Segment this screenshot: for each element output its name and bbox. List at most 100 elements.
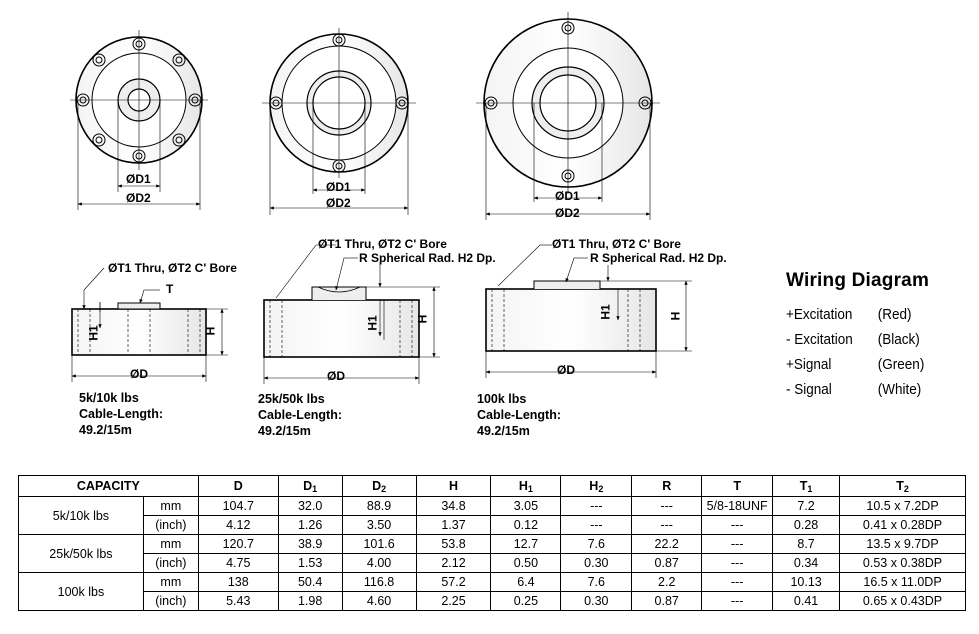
value-cell: 1.26 xyxy=(277,515,343,535)
dim-h-large: H xyxy=(668,311,683,321)
value-cell: 0.65 x 0.43DP xyxy=(839,591,966,611)
header-h1-main: H xyxy=(518,478,528,493)
value-cell: 10.5 x 7.2DP xyxy=(839,496,966,516)
table-header-row: CAPACITY D D1 D2 H H1 H2 R T T1 T2 xyxy=(18,475,966,497)
header-t1-main: T xyxy=(799,478,808,493)
value-cell: 138 xyxy=(197,572,279,592)
header-t: T xyxy=(701,475,774,497)
dim-d2-large: ØD2 xyxy=(555,206,580,220)
dim-d2-mid: ØD2 xyxy=(326,196,351,210)
value-cell: 120.7 xyxy=(197,534,279,554)
wiring-color: (Black) xyxy=(877,331,920,348)
header-d2-main: D xyxy=(372,478,382,493)
wiring-row: - Excitation(Black) xyxy=(786,331,924,356)
value-cell: --- xyxy=(631,496,703,516)
unit-cell: (inch) xyxy=(142,553,199,573)
value-cell: 0.50 xyxy=(490,553,562,573)
value-cell: 116.8 xyxy=(341,572,417,592)
value-cell: --- xyxy=(701,553,774,573)
value-cell: 4.00 xyxy=(341,553,417,573)
value-cell: 4.12 xyxy=(197,515,279,535)
value-cell: 3.50 xyxy=(341,515,417,535)
header-t2-main: T xyxy=(896,478,904,493)
value-cell: 10.13 xyxy=(772,572,841,592)
value-cell: 1.37 xyxy=(415,515,492,535)
value-cell: 50.4 xyxy=(277,572,343,592)
caption-cable-label: Cable-Length: xyxy=(477,408,562,422)
wiring-row: +Signal(Green) xyxy=(786,356,924,381)
technical-drawing xyxy=(70,12,692,384)
dim-d-small: ØD xyxy=(130,367,148,381)
caption-cable-value: 49.2/15m xyxy=(477,424,530,438)
dim-h-mid: H xyxy=(415,314,430,324)
header-h1-sub: 1 xyxy=(527,483,533,494)
value-cell: 104.7 xyxy=(197,496,279,516)
value-cell: 1.98 xyxy=(277,591,343,611)
value-cell: 57.2 xyxy=(415,572,492,592)
header-h2-sub: 2 xyxy=(598,483,604,494)
value-cell: 0.87 xyxy=(631,553,703,573)
value-cell: 3.05 xyxy=(490,496,562,516)
value-cell: 2.2 xyxy=(631,572,703,592)
header-t1-sub: 1 xyxy=(807,483,813,494)
value-cell: 13.5 x 9.7DP xyxy=(839,534,966,554)
wiring-signal: +Signal xyxy=(786,356,832,373)
value-cell: 5.43 xyxy=(197,591,279,611)
value-cell: 12.7 xyxy=(490,534,562,554)
caption-cable-value: 49.2/15m xyxy=(258,424,311,438)
top-view-mid xyxy=(262,28,416,215)
value-cell: 0.30 xyxy=(560,591,633,611)
side-view-mid xyxy=(263,244,440,384)
value-cell: 4.75 xyxy=(197,553,279,573)
unit-cell: mm xyxy=(142,572,199,592)
top-view-large xyxy=(476,12,660,220)
header-t2-sub: 2 xyxy=(903,483,909,494)
header-capacity: CAPACITY xyxy=(18,475,199,497)
wiring-signal: +Excitation xyxy=(786,306,853,323)
value-cell: 101.6 xyxy=(341,534,417,554)
dim-h1-small: H1 xyxy=(86,325,101,341)
caption-cable-label: Cable-Length: xyxy=(258,408,343,422)
value-cell: --- xyxy=(560,496,633,516)
header-t1: T1 xyxy=(772,475,841,497)
side-view-large xyxy=(485,244,692,378)
wiring-row: - Signal(White) xyxy=(786,381,924,406)
value-cell: 7.6 xyxy=(560,534,633,554)
value-cell: 16.5 x 11.0DP xyxy=(839,572,966,592)
value-cell: --- xyxy=(631,515,703,535)
value-cell: 0.41 xyxy=(772,591,841,611)
header-h: H xyxy=(415,475,492,497)
value-cell: 22.2 xyxy=(631,534,703,554)
caption-capacity: 100k lbs xyxy=(477,392,527,406)
value-cell: 0.12 xyxy=(490,515,562,535)
dim-d2-small: ØD2 xyxy=(126,191,151,205)
value-cell: 6.4 xyxy=(490,572,562,592)
value-cell: 0.41 x 0.28DP xyxy=(839,515,966,535)
value-cell: 7.6 xyxy=(560,572,633,592)
side-view-small xyxy=(71,267,228,382)
bore-label-large: ØT1 Thru, ØT2 C' Bore xyxy=(552,237,681,251)
value-cell: 4.60 xyxy=(341,591,417,611)
value-cell: 38.9 xyxy=(277,534,343,554)
top-view-small xyxy=(70,30,208,210)
value-cell: 53.8 xyxy=(415,534,492,554)
value-cell: 0.34 xyxy=(772,553,841,573)
unit-cell: mm xyxy=(142,496,199,516)
dim-h1-large: H1 xyxy=(598,304,613,320)
unit-cell: (inch) xyxy=(142,515,199,535)
header-r: R xyxy=(631,475,703,497)
header-h2: H2 xyxy=(560,475,633,497)
bore-label-mid: ØT1 Thru, ØT2 C' Bore xyxy=(318,237,447,251)
value-cell: 34.8 xyxy=(415,496,492,516)
header-d1-main: D xyxy=(303,478,313,493)
dim-h-small: H xyxy=(203,326,218,336)
header-h1: H1 xyxy=(490,475,562,497)
value-cell: 1.53 xyxy=(277,553,343,573)
wiring-signal: - Signal xyxy=(786,381,832,398)
spherical-label-mid: R Spherical Rad. H2 Dp. xyxy=(359,251,496,265)
header-t2: T2 xyxy=(839,475,966,497)
